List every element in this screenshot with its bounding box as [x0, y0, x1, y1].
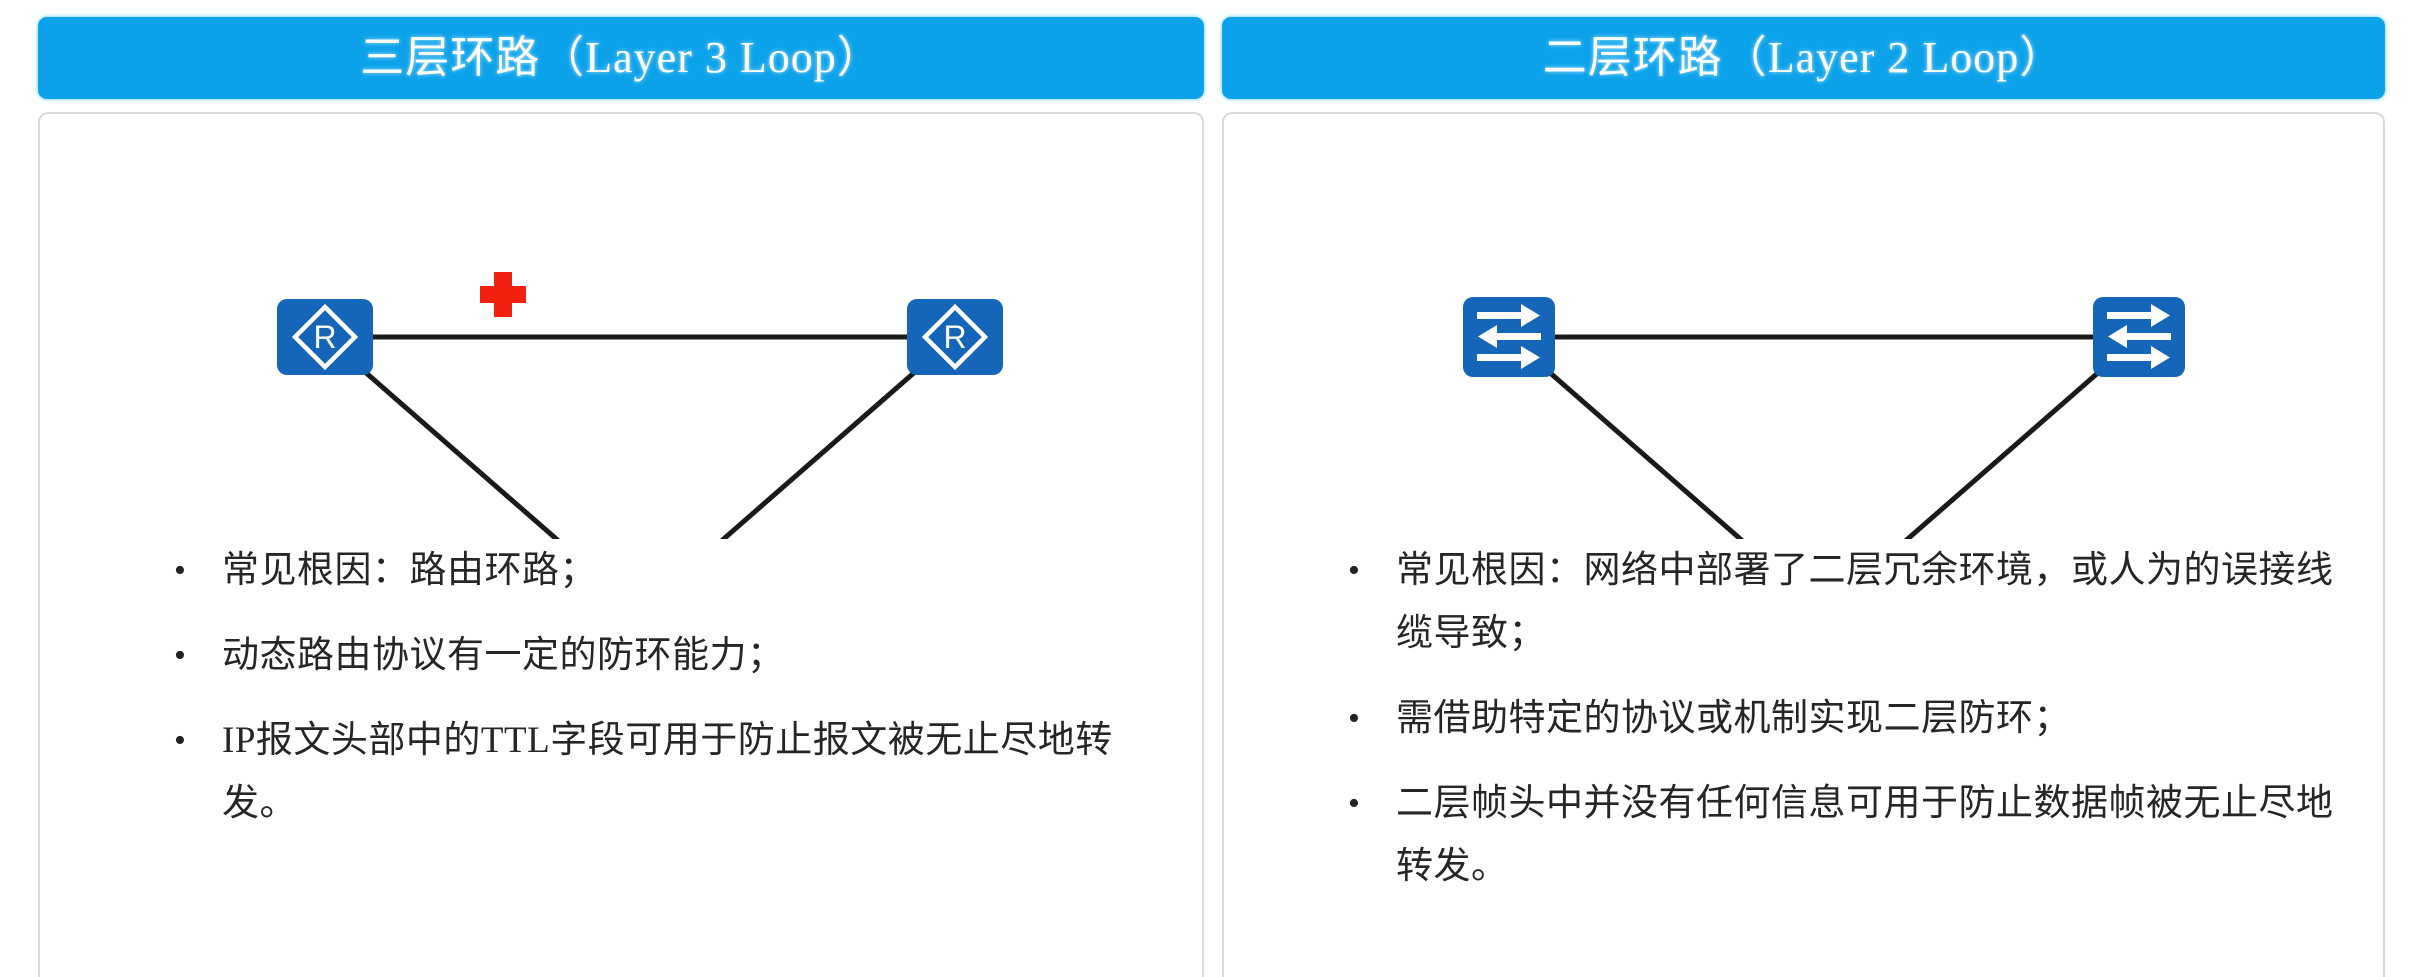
bullet-text: IP报文头部中的TTL字段可用于防止报文被无止尽地转发。 — [222, 720, 1113, 824]
bullet-marker: • — [174, 722, 186, 759]
bullet-list-layer3: • 常见根因：路由环路； • 动态路由协议有一定的防环能力； • IP报文头部中… — [168, 539, 1162, 857]
bullet-marker: • — [174, 552, 186, 589]
list-item: • 二层帧头中并没有任何信息可用于防止数据帧被无止尽地转发。 — [1342, 772, 2343, 898]
switch-node-top-right — [2093, 297, 2185, 377]
list-item: • 需借助特定的协议或机制实现二层防环； — [1342, 687, 2343, 750]
panel-header-layer2: 二层环路（Layer 2 Loop） — [1222, 17, 2385, 99]
bullet-marker: • — [174, 637, 186, 674]
list-item: • IP报文头部中的TTL字段可用于防止报文被无止尽地转发。 — [168, 709, 1162, 835]
link-topleft-bottom — [323, 335, 561, 539]
link-topright-bottom — [1903, 335, 2141, 539]
panel-layer3-loop: 三层环路（Layer 3 Loop） R — [38, 0, 1204, 977]
panel-body-layer3: R — [38, 112, 1204, 977]
cross-icon — [480, 272, 526, 317]
router-node-top-left — [277, 299, 373, 375]
list-item: • 常见根因：路由环路； — [168, 539, 1162, 602]
panel-title-layer3: 三层环路（Layer 3 Loop） — [360, 33, 882, 82]
list-item: • 常见根因：网络中部署了二层冗余环境，或人为的误接线缆导致； — [1342, 539, 2343, 665]
bullet-text: 动态路由协议有一定的防环能力； — [222, 635, 785, 676]
topology-diagram-layer2 — [1224, 114, 2383, 539]
bullet-list-layer2: • 常见根因：网络中部署了二层冗余环境，或人为的误接线缆导致； • 需借助特定的… — [1342, 539, 2343, 920]
link-topleft-bottom — [1507, 335, 1745, 539]
bullet-marker: • — [1348, 552, 1360, 589]
bullet-marker: • — [1348, 785, 1360, 822]
panel-body-layer2: • 常见根因：网络中部署了二层冗余环境，或人为的误接线缆导致； • 需借助特定的… — [1222, 112, 2385, 977]
panel-title-layer2: 二层环路（Layer 2 Loop） — [1542, 33, 2065, 82]
topology-links — [1507, 334, 2141, 539]
topology-diagram-layer3: R — [40, 114, 1202, 539]
switch-node-top-left — [1463, 297, 1555, 377]
router-node-top-right — [907, 299, 1003, 375]
panel-layer2-loop: 二层环路（Layer 2 Loop） — [1222, 0, 2385, 977]
panel-header-layer3: 三层环路（Layer 3 Loop） — [38, 17, 1204, 99]
list-item: • 动态路由协议有一定的防环能力； — [168, 624, 1162, 687]
link-topright-bottom — [719, 335, 957, 539]
bullet-text: 常见根因：网络中部署了二层冗余环境，或人为的误接线缆导致； — [1396, 550, 2334, 654]
bullet-text: 二层帧头中并没有任何信息可用于防止数据帧被无止尽地转发。 — [1396, 783, 2334, 887]
bullet-text: 需借助特定的协议或机制实现二层防环； — [1396, 698, 2071, 739]
topology-links — [323, 334, 957, 539]
bullet-text: 常见根因：路由环路； — [222, 550, 597, 591]
bullet-marker: • — [1348, 700, 1360, 737]
